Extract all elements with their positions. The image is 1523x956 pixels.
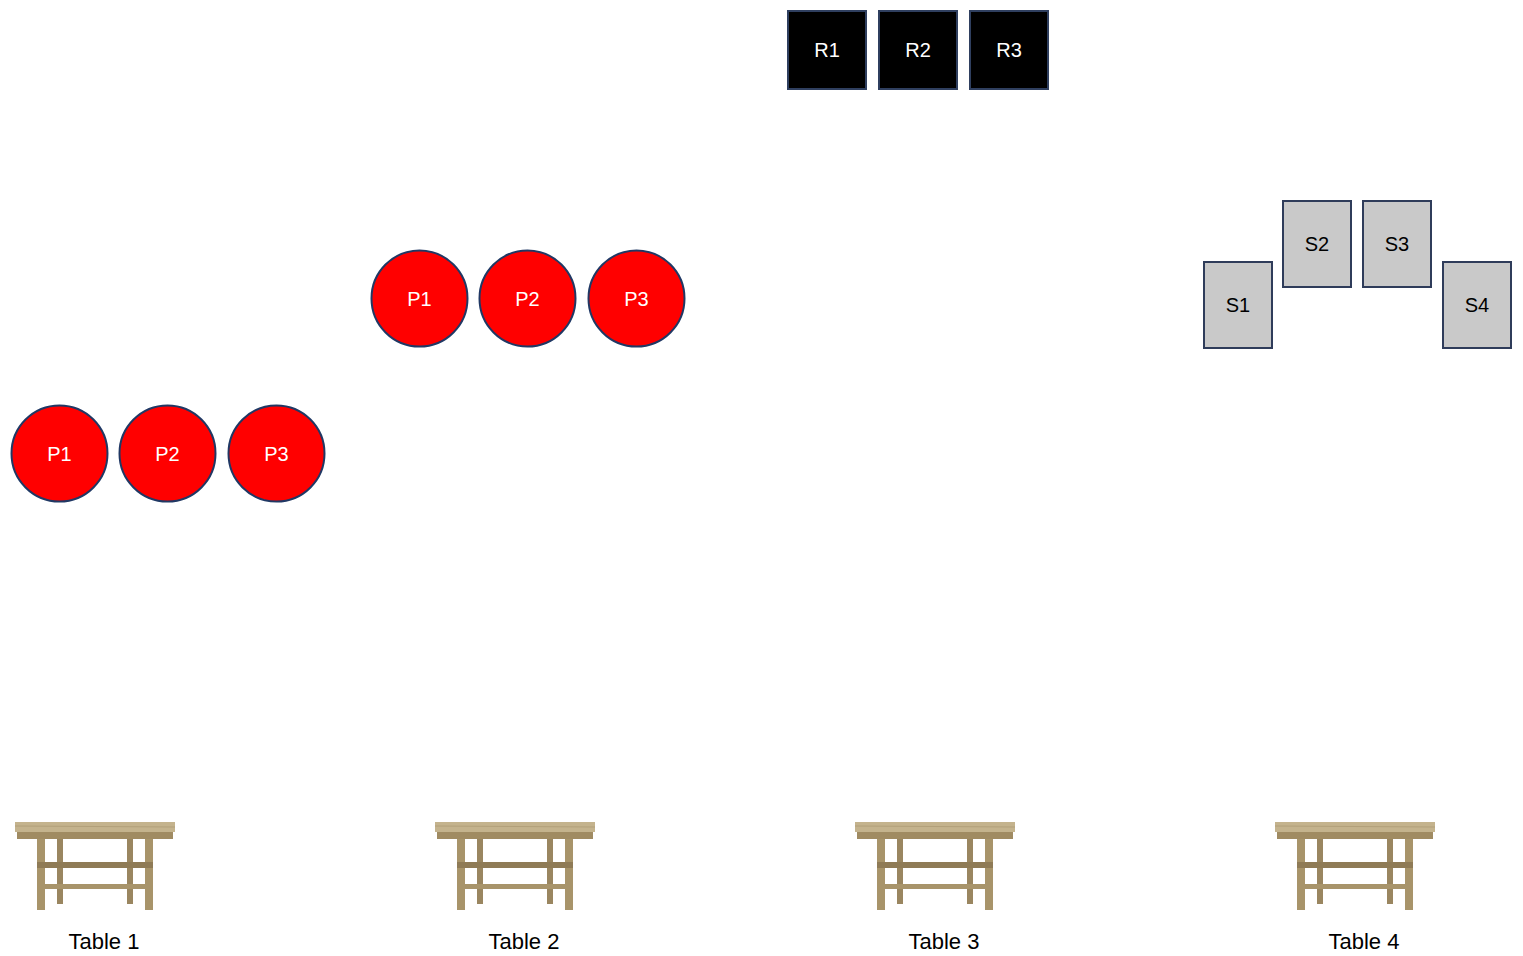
black-square: R1 [787, 10, 867, 90]
black-square: R3 [969, 10, 1049, 90]
node-label: P2 [155, 442, 179, 466]
node-label: S1 [1226, 293, 1250, 317]
grey-box: S2 [1282, 200, 1352, 288]
grey-box: S1 [1203, 261, 1273, 349]
node-label: P3 [624, 287, 648, 311]
bench-picture [1275, 822, 1435, 910]
bench-picture [855, 822, 1015, 910]
grey-box: S3 [1362, 200, 1432, 288]
bench-picture [15, 822, 175, 910]
node-label: S2 [1305, 232, 1329, 256]
grey-box: S4 [1442, 261, 1512, 349]
black-square: R2 [878, 10, 958, 90]
table-label: Table 1 [69, 929, 140, 955]
red-circle: P1 [370, 249, 469, 348]
table-label: Table 4 [1329, 929, 1400, 955]
node-label: R3 [996, 38, 1022, 62]
node-label: P3 [264, 442, 288, 466]
red-circle: P2 [478, 249, 577, 348]
red-circle: P3 [227, 404, 326, 503]
table-label: Table 3 [909, 929, 980, 955]
bench-picture [435, 822, 595, 910]
red-circle: P2 [118, 404, 217, 503]
node-label: P1 [407, 287, 431, 311]
table-label: Table 2 [489, 929, 560, 955]
node-label: P2 [515, 287, 539, 311]
node-label: P1 [47, 442, 71, 466]
node-label: R1 [814, 38, 840, 62]
red-circle: P1 [10, 404, 109, 503]
node-label: S3 [1385, 232, 1409, 256]
node-label: S4 [1465, 293, 1489, 317]
red-circle: P3 [587, 249, 686, 348]
node-label: R2 [905, 38, 931, 62]
